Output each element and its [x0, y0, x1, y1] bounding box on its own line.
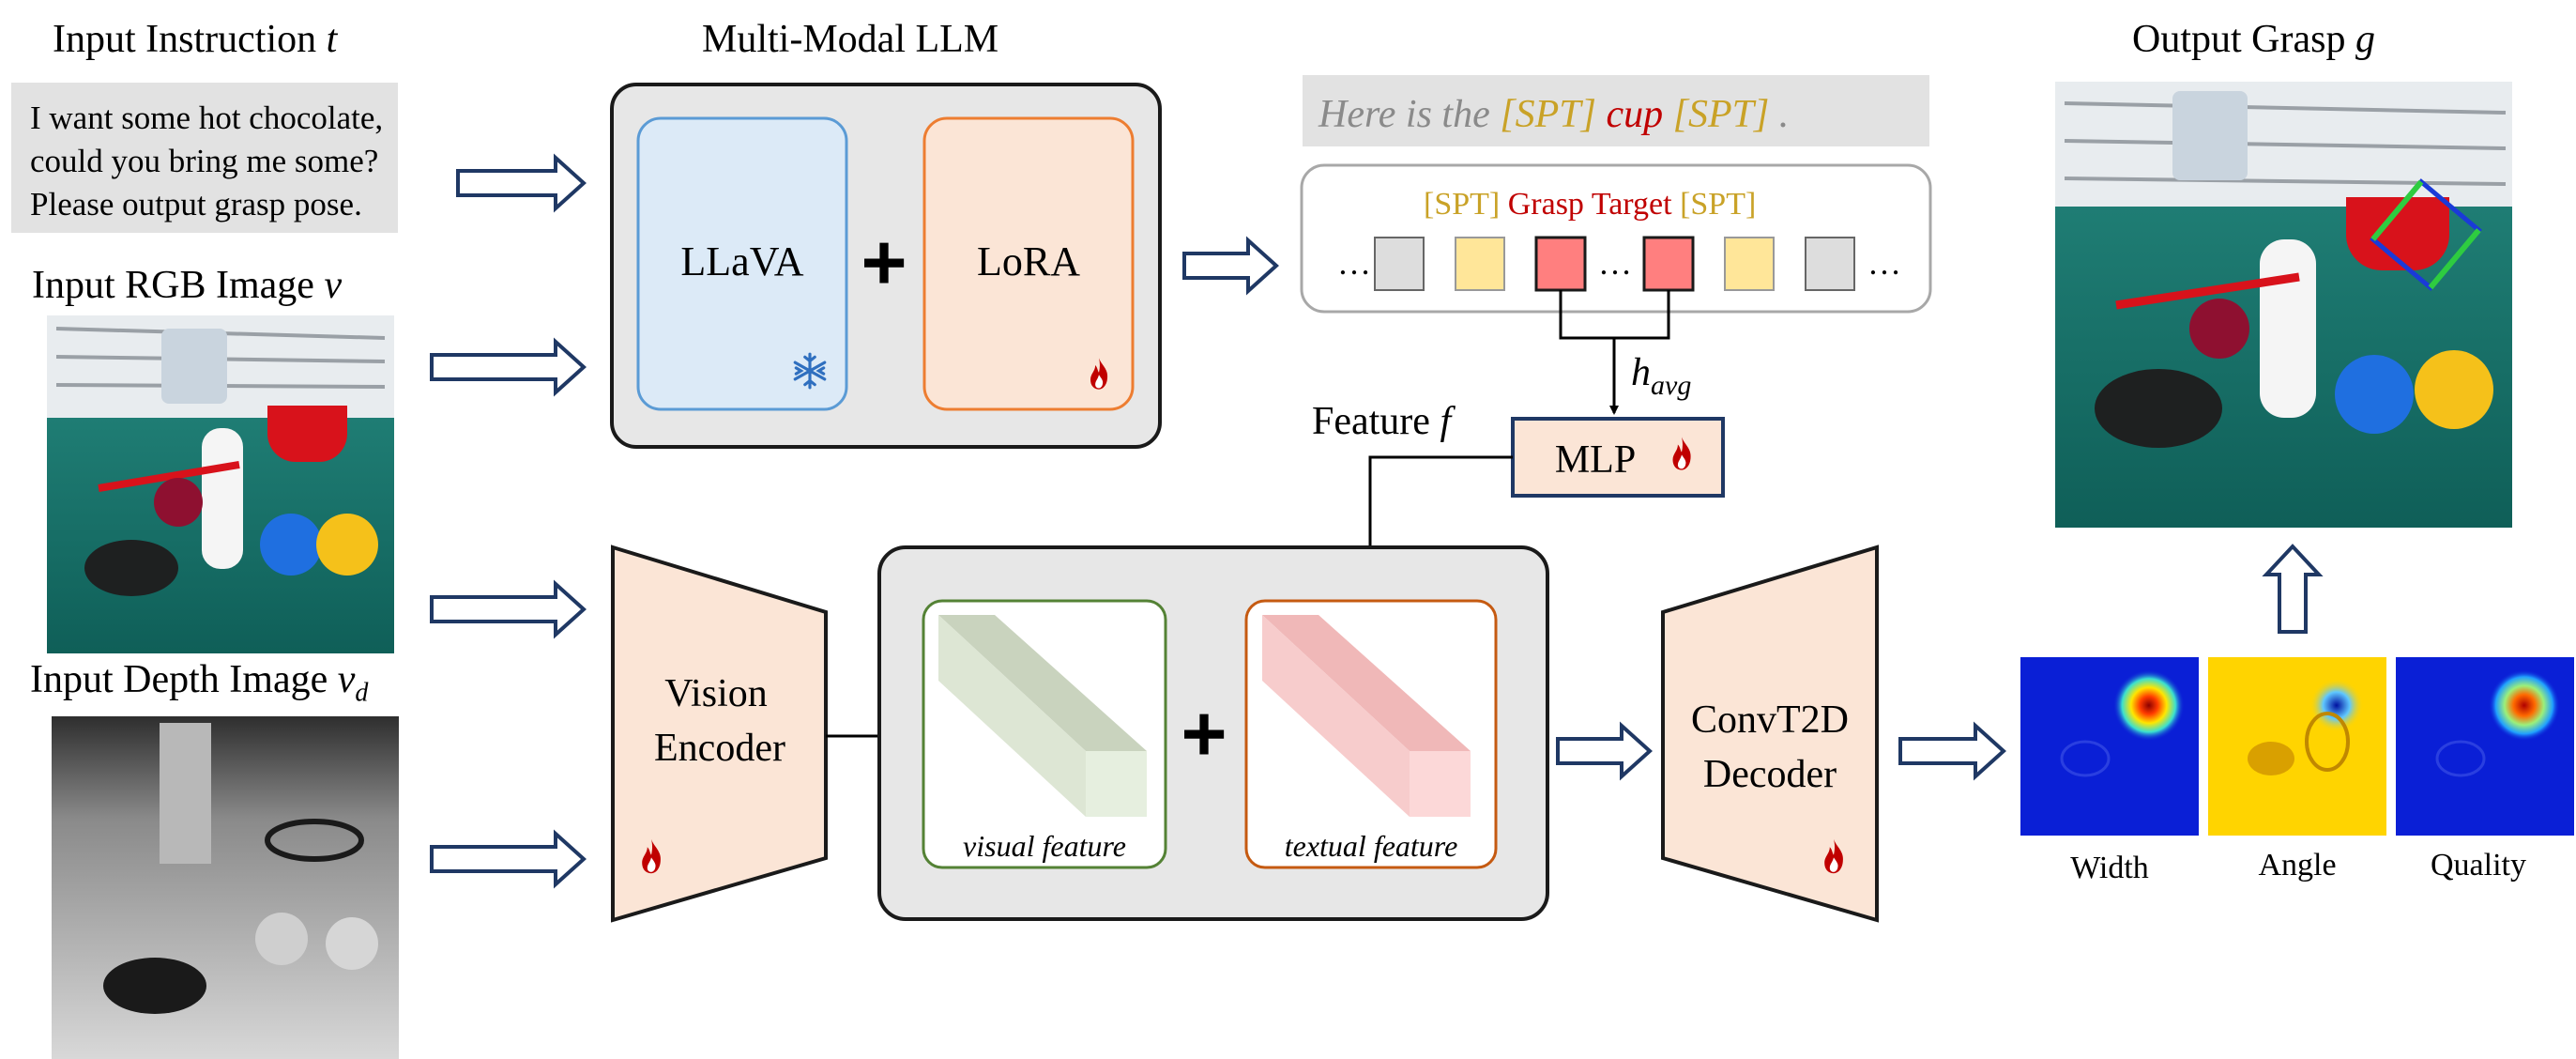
decoder-to-maps-arrow [1898, 721, 2006, 781]
angle-label: Angle [2258, 848, 2336, 882]
token-spt-left [1455, 237, 1505, 291]
ellipsis-right: … [1867, 244, 1901, 282]
decoder-label-1: ConvT2D [1691, 698, 1849, 742]
grasp-rectangle [2370, 178, 2482, 291]
output-title: Output Grasp g [2132, 18, 2375, 61]
ellipsis-left: … [1337, 244, 1371, 282]
depth-arrow [430, 829, 587, 889]
depth-title: Input Depth Image vd [30, 658, 369, 708]
instruction-line-3: Please output grasp pose. [30, 186, 362, 223]
llm-plus: + [861, 218, 907, 306]
instruction-line-2: could you bring me some? [30, 143, 379, 179]
rgb-title: Input RGB Image v [32, 264, 343, 307]
rgb-to-encoder-arrow [430, 579, 587, 639]
havg-connector [1559, 290, 1670, 415]
visual-feature-prism [938, 615, 1147, 817]
havg-label: havg [1631, 351, 1691, 401]
textual-feature-label: textual feature [1285, 829, 1458, 863]
width-heatmap [2020, 657, 2199, 836]
rgb-image [47, 315, 394, 653]
token-target-left [1534, 236, 1587, 292]
depth-image [52, 716, 399, 1059]
maps-to-output-arrow [2262, 544, 2324, 634]
encoder-label-2: Encoder [654, 727, 785, 770]
encoder-label-1: Vision [664, 672, 768, 715]
instruction-title: Input Instruction t [53, 18, 338, 61]
vision-encoder [611, 545, 828, 923]
output-text-bar [1303, 75, 1929, 146]
convt2d-decoder [1661, 545, 1879, 923]
decoder-label-2: Decoder [1703, 753, 1837, 796]
instruction-line-1: I want some hot chocolate, [30, 100, 384, 136]
token-gray-left [1374, 237, 1425, 291]
fusion-plus: + [1181, 689, 1227, 777]
lora-box [922, 116, 1135, 411]
quality-heatmap [2396, 657, 2574, 836]
rgb-arrow [430, 337, 587, 397]
token-gray-right [1805, 237, 1855, 291]
lora-label: LoRA [977, 238, 1080, 284]
token-spt-right [1724, 237, 1775, 291]
llm-output-arrow [1182, 236, 1279, 296]
textual-feature-prism [1262, 615, 1471, 817]
ellipsis-middle: … [1598, 244, 1632, 282]
visual-feature-label: visual feature [963, 829, 1126, 863]
llava-label: LLaVA [680, 238, 803, 284]
llm-title: Multi-Modal LLM [702, 18, 999, 61]
fusion-to-decoder-arrow [1556, 721, 1653, 781]
output-grasp-image [2055, 82, 2512, 528]
token-target-right [1642, 236, 1695, 292]
angle-heatmap [2208, 657, 2386, 836]
instruction-arrow [456, 153, 587, 213]
quality-label: Quality [2431, 848, 2526, 882]
width-label: Width [2070, 851, 2149, 885]
feature-label: Feature f [1312, 400, 1456, 443]
instruction-box: I want some hot chocolate, could you bri… [11, 83, 398, 233]
token-labels: [SPT] Grasp Target [SPT] [1424, 187, 1756, 222]
mlp-label: MLP [1555, 438, 1636, 482]
llava-box [636, 116, 848, 411]
output-text: Here is the [SPT] cup [SPT] . [1318, 93, 1789, 136]
